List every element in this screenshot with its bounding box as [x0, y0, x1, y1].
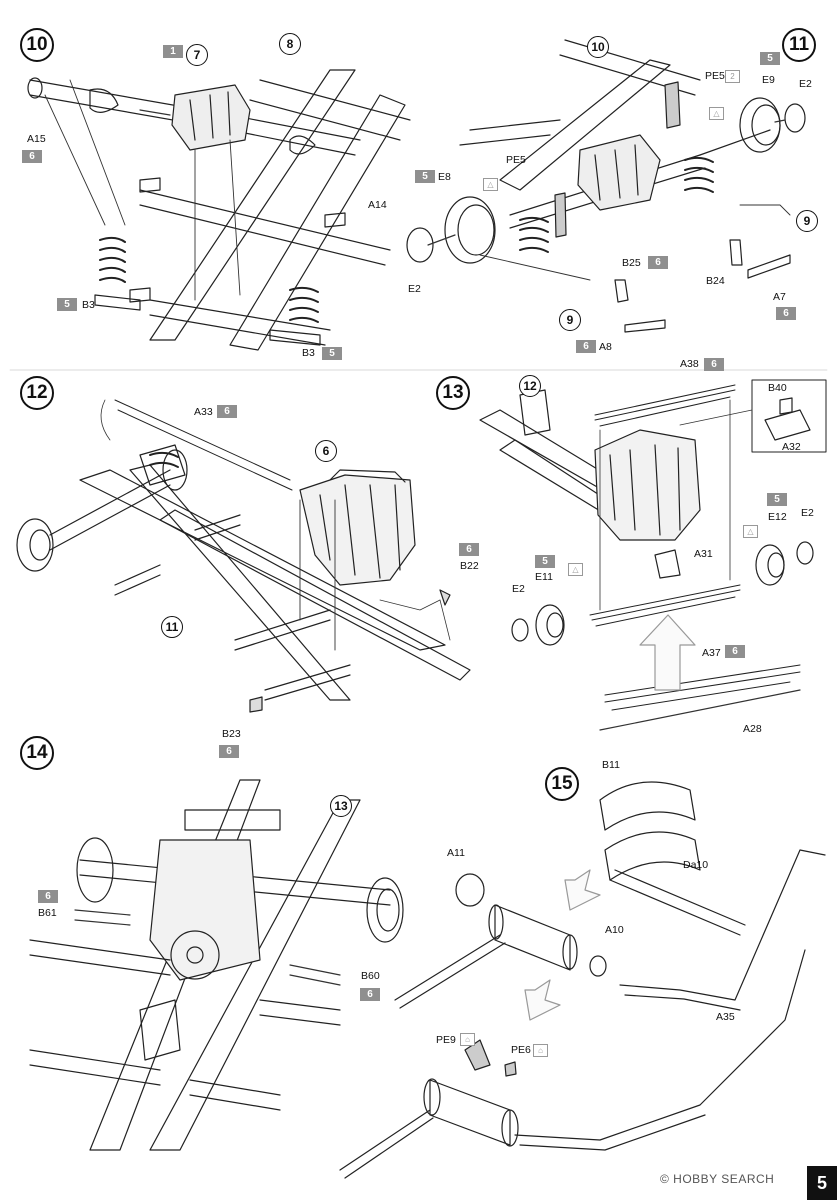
sprue-tag: 6 — [576, 340, 596, 353]
step-number-15: 15 — [545, 767, 579, 801]
part-label: A33 — [194, 406, 213, 418]
step13-front-axle-and-leaf-springs — [479, 379, 827, 731]
part-label: PE5 — [506, 154, 526, 166]
part-label: E9 — [762, 74, 775, 86]
sprue-tag: 1 — [163, 45, 183, 58]
part-label: PE6 — [511, 1044, 531, 1056]
photo-etch-icon: ⌂ — [533, 1044, 548, 1057]
part-label: Da10 — [683, 859, 709, 871]
part-label: A8 — [599, 341, 612, 353]
part-label: B3 — [82, 299, 95, 311]
sprue-tag: 6 — [704, 358, 724, 371]
sprue-tag: 5 — [535, 555, 555, 568]
part-label: E2 — [799, 78, 812, 90]
step15-exhaust-system — [339, 781, 826, 1179]
sprue-tag: 5 — [767, 493, 787, 506]
part-label: A14 — [368, 199, 387, 211]
sprue-tag: 6 — [217, 405, 237, 418]
subassembly-ref-10: 10 — [587, 36, 609, 58]
part-label: B61 — [38, 907, 57, 919]
part-label: E11 — [535, 571, 553, 583]
sprue-tag: 5 — [57, 298, 77, 311]
sprue-tag: 6 — [360, 988, 380, 1001]
sprue-tag: 6 — [459, 543, 479, 556]
part-label: PE5 — [705, 70, 725, 82]
part-label: B40 — [768, 382, 787, 394]
part-label: E8 — [438, 171, 451, 183]
part-label: E12 — [768, 511, 787, 523]
photo-etch-icon: △ — [568, 563, 583, 576]
part-label: A7 — [773, 291, 786, 303]
part-label: B23 — [222, 728, 241, 740]
sprue-tag: 6 — [776, 307, 796, 320]
subassembly-ref-12: 12 — [519, 375, 541, 397]
step11-wheels-and-arms — [406, 39, 806, 333]
sprue-tag: 6 — [38, 890, 58, 903]
photo-etch-icon: ⌂ — [460, 1033, 475, 1046]
sprue-tag: 5 — [322, 347, 342, 360]
step12-engine-to-chassis — [16, 399, 471, 713]
subassembly-ref-6: 6 — [315, 440, 337, 462]
part-label: A10 — [605, 924, 624, 936]
subassembly-ref-13: 13 — [330, 795, 352, 817]
part-label: B3 — [302, 347, 315, 359]
sprue-tag: 6 — [648, 256, 668, 269]
part-label: B11 — [602, 759, 620, 771]
part-label: E2 — [512, 583, 525, 595]
subassembly-ref-11: 11 — [161, 616, 183, 638]
subassembly-ref-9: 9 — [796, 210, 818, 232]
sprue-tag: 6 — [219, 745, 239, 758]
subassembly-ref-9: 9 — [559, 309, 581, 331]
step-number-13: 13 — [436, 376, 470, 410]
part-label: A32 — [782, 441, 801, 453]
part-label: A15 — [27, 133, 46, 145]
subassembly-ref-7: 7 — [186, 44, 208, 66]
sprue-tag: 5 — [760, 52, 780, 65]
sprue-tag: 6 — [725, 645, 745, 658]
part-label: A28 — [743, 723, 762, 735]
step14-assembled-chassis-underside — [29, 779, 404, 1151]
part-label: E2 — [408, 283, 421, 295]
photo-etch-icon: △ — [743, 525, 758, 538]
step10-chassis-rear-axle — [27, 69, 411, 351]
subassembly-ref-8: 8 — [279, 33, 301, 55]
page-number: 5 — [807, 1166, 837, 1200]
part-label: A11 — [447, 847, 465, 859]
part-label: A35 — [716, 1011, 735, 1023]
part-label: A37 — [702, 647, 721, 659]
watermark: © HOBBY SEARCH — [660, 1172, 775, 1186]
photo-etch-icon: △ — [483, 178, 498, 191]
sprue-tag: 5 — [415, 170, 435, 183]
part-label: B22 — [460, 560, 479, 572]
step-number-12: 12 — [20, 376, 54, 410]
sprue-tag: 6 — [22, 150, 42, 163]
photo-etch-fret-number: 2 — [725, 70, 740, 83]
part-label: A31 — [694, 548, 713, 560]
part-label: B25 — [622, 257, 641, 269]
part-label: B24 — [706, 275, 725, 287]
part-label: B60 — [361, 970, 380, 982]
part-label: PE9 — [436, 1034, 456, 1046]
step-number-14: 14 — [20, 736, 54, 770]
part-label: E2 — [801, 507, 814, 519]
step-number-11: 11 — [782, 28, 816, 62]
photo-etch-icon: △ — [709, 107, 724, 120]
step-number-10: 10 — [20, 28, 54, 62]
part-label: A38 — [680, 358, 699, 370]
